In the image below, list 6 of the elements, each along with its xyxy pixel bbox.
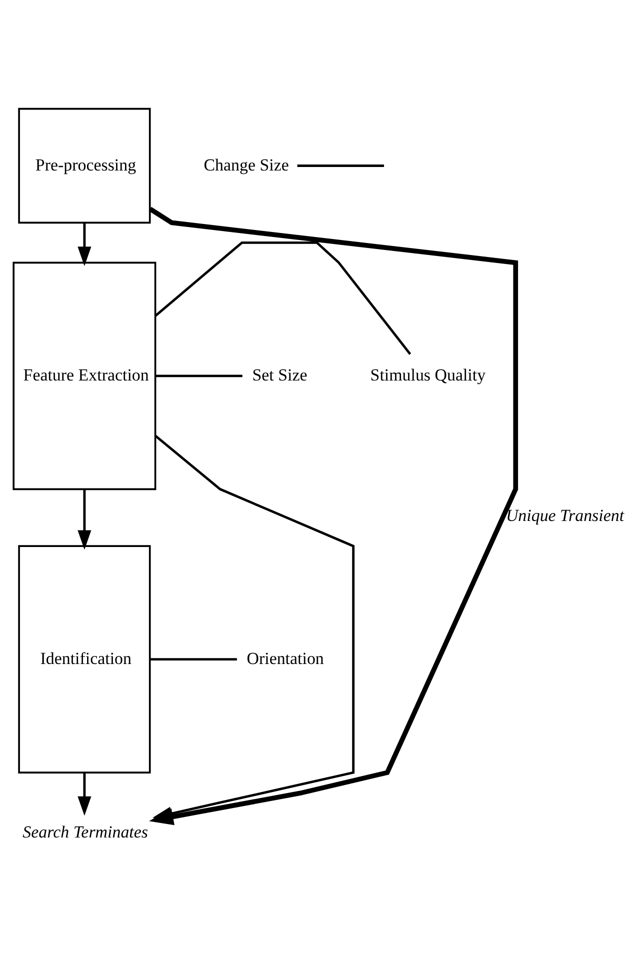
node-text: Orientation bbox=[246, 648, 324, 668]
edge-label: Unique Transient bbox=[506, 506, 624, 525]
node-text: Search Terminates bbox=[22, 822, 148, 842]
node-text: Set Size bbox=[252, 365, 308, 384]
node-text: Change Size bbox=[204, 155, 289, 174]
node-text: Stimulus Quality bbox=[370, 365, 486, 384]
